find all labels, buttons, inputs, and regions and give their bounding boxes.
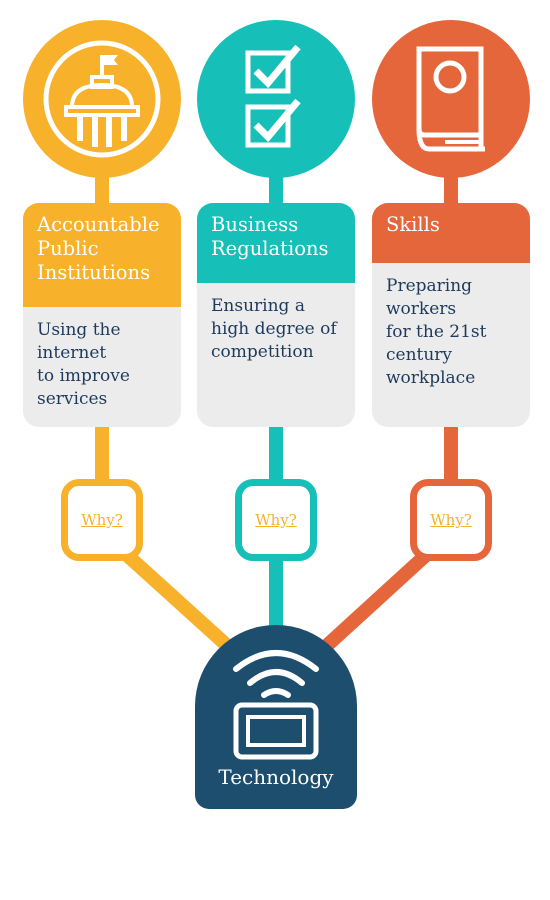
pillar-1-title-line: Accountable	[37, 213, 160, 236]
pillar-1-card: Accountable Public Institutions Using th…	[23, 203, 181, 427]
branch-3	[317, 550, 430, 656]
technology-hub: Technology	[195, 625, 357, 809]
pillar-3-description: Preparing workers for the 21st century w…	[372, 263, 530, 390]
pillar-2-icon-circle	[197, 20, 355, 178]
branch-1	[123, 550, 237, 656]
book-icon	[416, 46, 485, 152]
pillar-2-why-link[interactable]: Why?	[255, 511, 297, 529]
pillar-2-description-line: Ensuring a	[211, 296, 305, 316]
pillar-3-icon-circle	[372, 20, 530, 178]
pillar-1-description: Using the internet to improve services	[23, 307, 181, 411]
pillar-1-title-line: Institutions	[37, 261, 151, 284]
pillar-2-description: Ensuring a high degree of competition	[197, 283, 355, 364]
pillar-1-why-link[interactable]: Why?	[81, 511, 123, 529]
pillar-2-title-line: Business	[211, 213, 299, 236]
pillar-3-title-line: Skills	[386, 213, 440, 236]
pillar-1-description-line: services	[37, 389, 108, 409]
pillar-1-icon-circle	[23, 20, 181, 178]
pillar-1-why-box: Why?	[61, 479, 143, 561]
pillar-3-description-line: century	[386, 345, 453, 365]
technology-label: Technology	[218, 765, 334, 789]
pillar-1-title: Accountable Public Institutions	[23, 203, 181, 307]
government-building-icon	[43, 40, 161, 158]
pillar-2-description-line: high degree of	[211, 319, 337, 339]
pillar-3-why-link[interactable]: Why?	[430, 511, 472, 529]
pillar-3-why-box: Why?	[410, 479, 492, 561]
pillar-1-description-line: internet	[37, 343, 107, 363]
pillar-2-why-box: Why?	[235, 479, 317, 561]
pillar-3-description-line: Preparing	[386, 276, 473, 296]
pillar-1-description-line: Using the	[37, 320, 121, 340]
checklist-icon	[245, 44, 301, 148]
pillar-1-title-line: Public	[37, 237, 99, 260]
pillar-3-description-line: workplace	[386, 368, 476, 388]
pillar-1-description-line: to improve	[37, 366, 130, 386]
pillar-2-description-line: competition	[211, 342, 314, 362]
pillar-3-description-line: workers	[386, 299, 457, 319]
wireless-device-icon	[233, 650, 319, 760]
pillar-2-card: Business Regulations Ensuring a high deg…	[197, 203, 355, 427]
pillar-3-description-line: for the 21st	[386, 322, 487, 342]
pillar-3-title: Skills	[372, 203, 530, 263]
pillar-3-card: Skills Preparing workers for the 21st ce…	[372, 203, 530, 427]
pillar-2-title: Business Regulations	[197, 203, 355, 283]
pillar-2-title-line: Regulations	[211, 237, 329, 260]
